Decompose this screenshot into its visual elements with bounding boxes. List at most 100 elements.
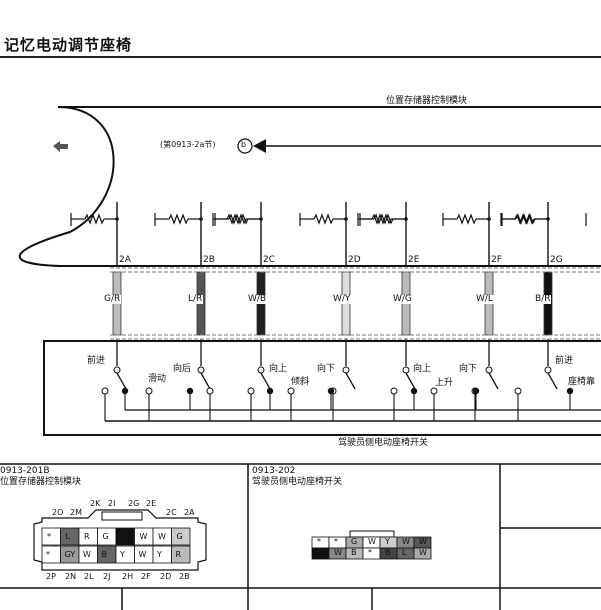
left-cell xyxy=(41,527,61,546)
left-pin-label: 2P xyxy=(46,572,56,581)
left-cell-label: * xyxy=(47,532,51,541)
switch-contact xyxy=(544,366,558,390)
switch-down-2: 向下 xyxy=(459,364,478,374)
right-cell-label: * xyxy=(317,537,321,546)
wire-color-label: W/G xyxy=(392,294,413,304)
wire-color-label: G/R xyxy=(103,294,122,304)
resistor xyxy=(442,213,489,226)
right-cell-label: * xyxy=(334,537,338,546)
switch-contact xyxy=(402,366,416,390)
switch-group xyxy=(101,366,601,421)
right-connector-name: 驾驶员侧电动座椅开关 xyxy=(252,477,343,487)
resistor xyxy=(500,213,547,226)
switch-contact xyxy=(257,366,271,390)
left-cell xyxy=(152,545,172,564)
left-connector-name: 位置存储器控制模块 xyxy=(0,477,82,487)
switch-seatback: 座椅靠 xyxy=(568,377,596,387)
left-cell-label: G xyxy=(176,532,183,541)
open-contact xyxy=(145,387,153,395)
open-contact xyxy=(390,387,398,395)
switch-contact xyxy=(342,366,356,390)
right-cell-label: B xyxy=(385,548,391,557)
wire-color-label: W/L xyxy=(475,294,494,304)
left-pin-label: 2A xyxy=(184,508,195,517)
module-label: 位置存储器控制模块 xyxy=(386,96,468,106)
pin-label: 2B xyxy=(203,255,215,265)
left-pin-label: 2J xyxy=(103,572,111,581)
right-connector-cells xyxy=(311,536,432,560)
switch-contact xyxy=(485,366,499,390)
wire-color-label: W/B xyxy=(247,294,268,304)
connector-ref-label: b xyxy=(241,140,247,149)
left-cell-label: B xyxy=(101,550,108,559)
left-cell-label: Y xyxy=(120,550,125,559)
open-contact xyxy=(206,387,214,395)
switch-box xyxy=(43,340,601,436)
resistor xyxy=(70,213,117,226)
left-cell-label: G xyxy=(102,532,109,541)
switch-lift: 上升 xyxy=(435,378,454,388)
left-cell-label: B xyxy=(121,532,127,541)
wire-color-label: B/R xyxy=(534,294,552,304)
right-cell-label: G xyxy=(351,537,358,546)
connector-b-ref xyxy=(237,138,601,154)
left-cell-label: W xyxy=(83,550,91,559)
left-cell-label: R xyxy=(175,550,182,559)
connector-b-circle xyxy=(237,138,253,154)
switch-forward-1: 前进 xyxy=(87,356,106,366)
right-cell-label: B xyxy=(351,548,357,557)
right-cell-label: Y xyxy=(385,537,390,546)
left-cell-label: W xyxy=(139,532,148,541)
left-cell-label: W xyxy=(158,532,166,541)
left-cell-label: R xyxy=(84,532,90,541)
left-connector-cells xyxy=(41,527,191,564)
left-arrow-icon xyxy=(53,141,68,152)
resistor xyxy=(154,213,201,226)
switch-forward-2: 前进 xyxy=(555,356,574,366)
left-cell-label: L xyxy=(65,532,70,541)
left-pin-label: 2E xyxy=(146,499,157,508)
closed-contact xyxy=(472,387,480,395)
right-cell-label: W xyxy=(419,537,427,546)
right-cell-label: W xyxy=(402,537,410,546)
left-pin-label: 2O xyxy=(52,508,64,517)
left-cell xyxy=(171,545,191,564)
pin-label: 2A xyxy=(119,255,131,265)
harness-band xyxy=(110,267,601,340)
left-pin-label: 2M xyxy=(70,508,82,517)
right-connector-code: 0913-202 xyxy=(252,466,296,476)
left-pin-label: 2I xyxy=(108,499,116,508)
open-contact xyxy=(247,387,255,395)
right-cell-label: * xyxy=(368,548,372,557)
left-pin-label: 2N xyxy=(65,572,77,581)
switch-label: 驾驶员侧电动座椅开关 xyxy=(338,438,429,448)
closed-contact xyxy=(327,387,335,395)
open-contact xyxy=(101,387,109,395)
left-cell-label: Y xyxy=(157,550,162,559)
page-title: 记忆电动调节座椅 xyxy=(4,36,133,54)
resistor xyxy=(299,213,346,226)
section-ref-label: (第0913-2a节) xyxy=(160,140,216,149)
switch-up-2: 向上 xyxy=(413,364,432,374)
wire-color-label: L/R xyxy=(187,294,204,304)
left-pin-label: 2D xyxy=(160,572,172,581)
right-cell xyxy=(413,547,432,560)
pin-label: 2C xyxy=(263,255,276,265)
switch-up-1: 向上 xyxy=(269,364,288,374)
pin-label: 2E xyxy=(408,255,420,265)
switch-tilt: 倾斜 xyxy=(291,377,310,387)
closed-contact xyxy=(566,387,574,395)
left-cell xyxy=(41,545,61,564)
left-cell xyxy=(171,527,191,546)
open-contact xyxy=(514,387,522,395)
pin-label: 2D xyxy=(348,255,361,265)
left-cell-label: GY xyxy=(64,550,76,559)
right-cell-label: W xyxy=(368,537,376,546)
closed-contact xyxy=(410,387,418,395)
pin-label: 2G xyxy=(550,255,563,265)
left-pin-label: 2H xyxy=(122,572,134,581)
switch-down-1: 向下 xyxy=(317,364,336,374)
switch-contact xyxy=(197,366,211,390)
closed-contact xyxy=(186,387,194,395)
open-contact xyxy=(287,387,295,395)
